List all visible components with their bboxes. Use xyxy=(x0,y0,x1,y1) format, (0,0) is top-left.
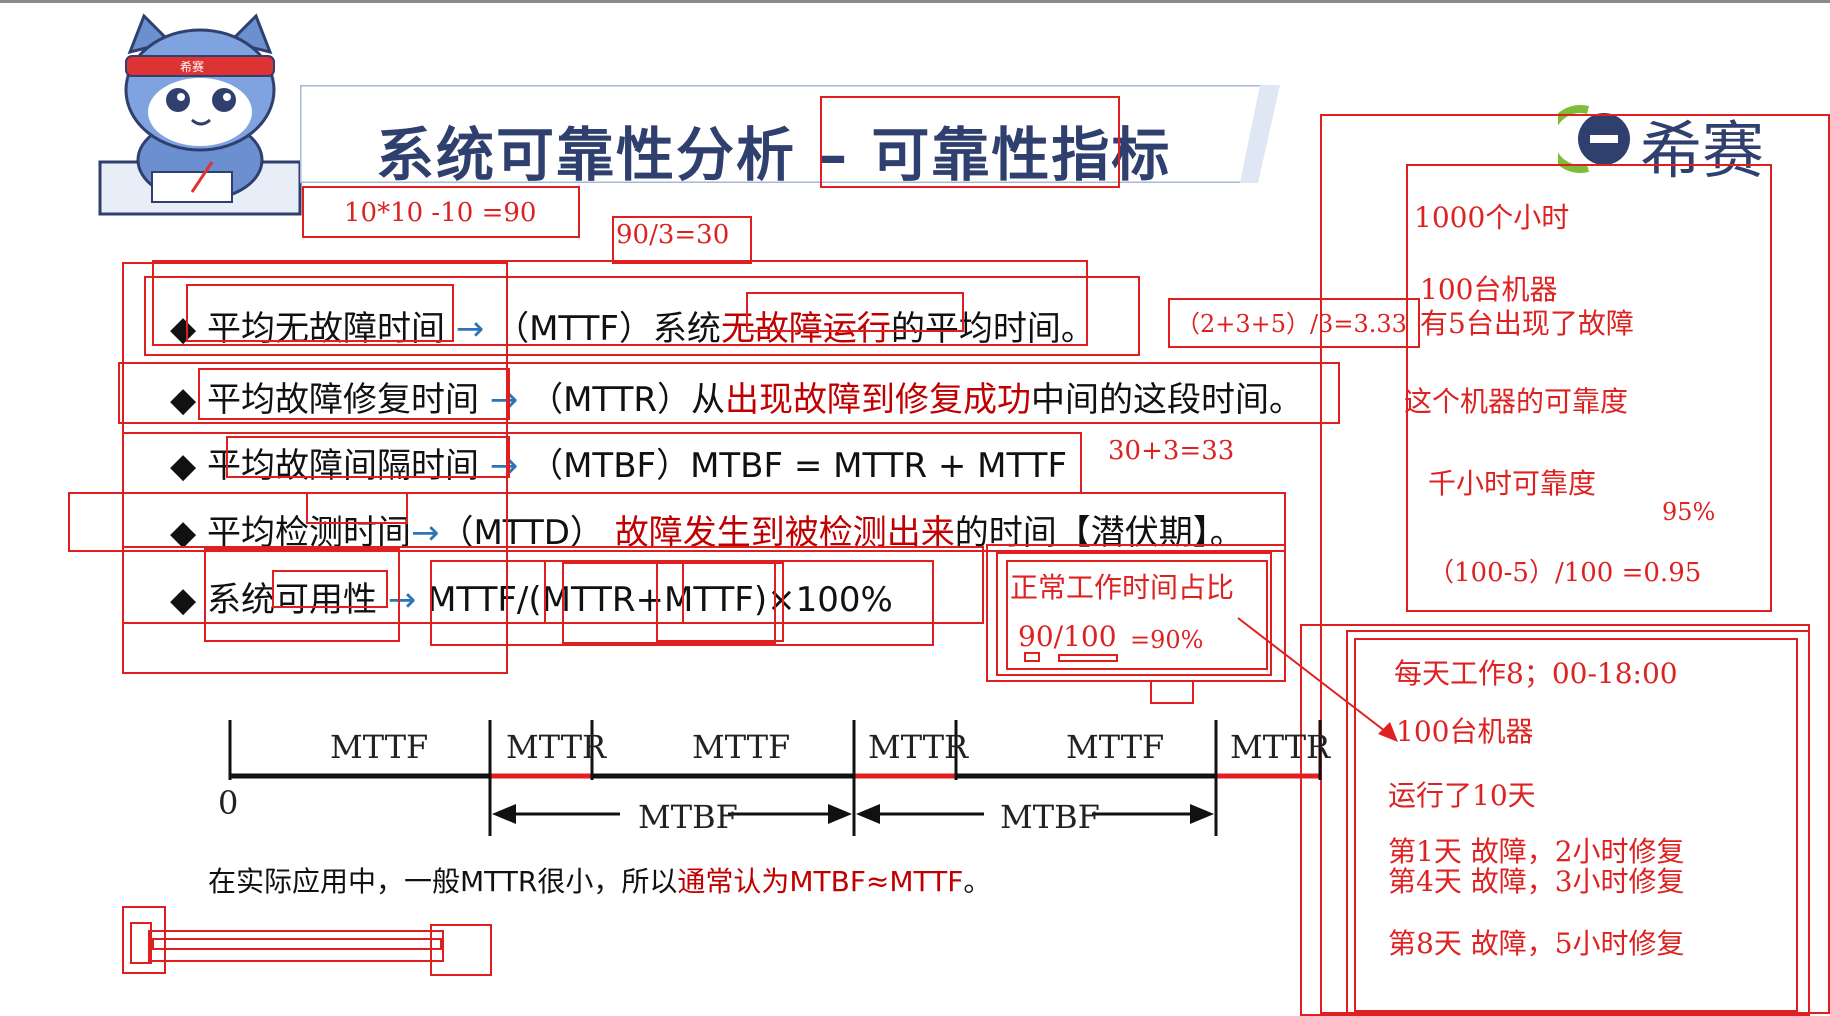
annotation-box xyxy=(122,906,166,974)
annotation-box xyxy=(1346,630,1810,1016)
mascot-cat-icon: 希赛 xyxy=(98,13,302,216)
annotation-box xyxy=(986,544,1286,682)
note-hours: 1000个小时 xyxy=(1414,201,1570,234)
annotation-box xyxy=(612,216,752,264)
annotation-box xyxy=(272,570,388,608)
annotation-box xyxy=(152,938,442,950)
title-banner xyxy=(300,85,1280,183)
annotation-box xyxy=(198,368,510,420)
annotation-box xyxy=(430,924,492,976)
note-schedule: 每天工作8；00-18:00 xyxy=(1394,657,1678,690)
timeline-segment: MTTF xyxy=(330,728,429,766)
note-formula: （100-5）/100 =0.95 xyxy=(1428,558,1702,588)
note-percent: 95% xyxy=(1662,498,1716,526)
logo-text: 希赛 xyxy=(1640,114,1765,187)
annotation-box xyxy=(1320,114,1830,1014)
note-machines: 100台机器 xyxy=(1420,273,1558,306)
annotation-box xyxy=(302,186,580,238)
annotation-box xyxy=(68,492,1286,552)
annotation-box xyxy=(996,552,1272,676)
bullet-mttr: ◆ 平均故障修复时间 → （MTTR）从出现故障到修复成功中间的这段时间。 xyxy=(170,380,1303,420)
annotation-box xyxy=(144,276,1140,356)
annotation-box xyxy=(1024,652,1040,662)
annotation-box xyxy=(186,284,454,342)
note-machines-2: 100台机器 xyxy=(1396,715,1534,748)
annotation-box xyxy=(746,292,964,332)
annotation-box xyxy=(1150,680,1194,704)
annotation-box xyxy=(1354,638,1798,1012)
availability-title: 正常工作时间占比 xyxy=(1010,571,1235,604)
note-kilohour: 千小时可靠度 xyxy=(1428,467,1597,500)
annotation-box xyxy=(1006,560,1268,670)
bullet-mtbf: ◆ 平均故障间隔时间 → （MTBF）MTBF = MTTR + MTTF xyxy=(170,446,1068,486)
bullet-mttf: ◆ 平均无故障时间 → （MTTF）系统无故障运行的平均时间。 xyxy=(170,309,1095,349)
annotation-box xyxy=(152,260,1088,346)
timeline-segment: MTTF xyxy=(1066,728,1165,766)
annotation-box xyxy=(820,96,1120,188)
annotation-box xyxy=(306,492,408,524)
note-day1: 第1天 故障，2小时修复 xyxy=(1388,835,1685,868)
calc-annotation: 30+3=33 xyxy=(1108,436,1235,466)
timeline-segment: MTTR xyxy=(1230,728,1331,766)
timeline-segment: MTTR xyxy=(868,728,969,766)
annotation-box xyxy=(1406,164,1772,612)
top-border xyxy=(0,0,1830,3)
availability-result: =90% xyxy=(1130,626,1204,654)
timeline-span: MTBF xyxy=(1000,798,1100,836)
calc-annotation: 10*10 -10 =90 xyxy=(344,198,537,228)
annotation-box xyxy=(1168,298,1420,348)
annotation-box xyxy=(544,560,684,624)
calc-annotation: （2+3+5）/3=3.33 xyxy=(1176,310,1407,338)
timeline-span: MTBF xyxy=(638,798,738,836)
annotation-box xyxy=(148,930,444,962)
calc-annotation: 90/3=30 xyxy=(616,220,730,250)
mascot-badge: 希赛 xyxy=(180,59,204,74)
annotation-box xyxy=(118,362,1340,424)
note-day4: 第4天 故障，3小时修复 xyxy=(1388,865,1685,898)
annotation-box xyxy=(204,548,400,642)
logo-icon xyxy=(1558,105,1630,173)
mtbf-timeline xyxy=(228,720,1322,836)
annotation-box xyxy=(226,436,510,478)
conclusion-note: 在实际应用中，一般MTTR很小，所以通常认为MTBF≈MTTF。 xyxy=(208,865,992,898)
availability-fraction: 90/100 xyxy=(1018,620,1117,653)
annotation-box xyxy=(1058,654,1118,662)
note-days: 运行了10天 xyxy=(1388,779,1536,812)
timeline-segment: MTTR xyxy=(506,728,607,766)
timeline-origin: 0 xyxy=(218,784,239,822)
bullet-availability: ◆ 系统可用性 → MTTF/(MTTR+MTTF)×100% xyxy=(170,580,893,620)
annotation-box xyxy=(656,562,784,642)
note-day8: 第8天 故障，5小时修复 xyxy=(1388,927,1685,960)
pointer-arrow-icon xyxy=(1237,617,1398,742)
note-reliability: 这个机器的可靠度 xyxy=(1404,385,1629,418)
note-failures: 有5台出现了故障 xyxy=(1420,307,1634,340)
timeline-segment: MTTF xyxy=(692,728,791,766)
annotation-box xyxy=(130,922,152,964)
